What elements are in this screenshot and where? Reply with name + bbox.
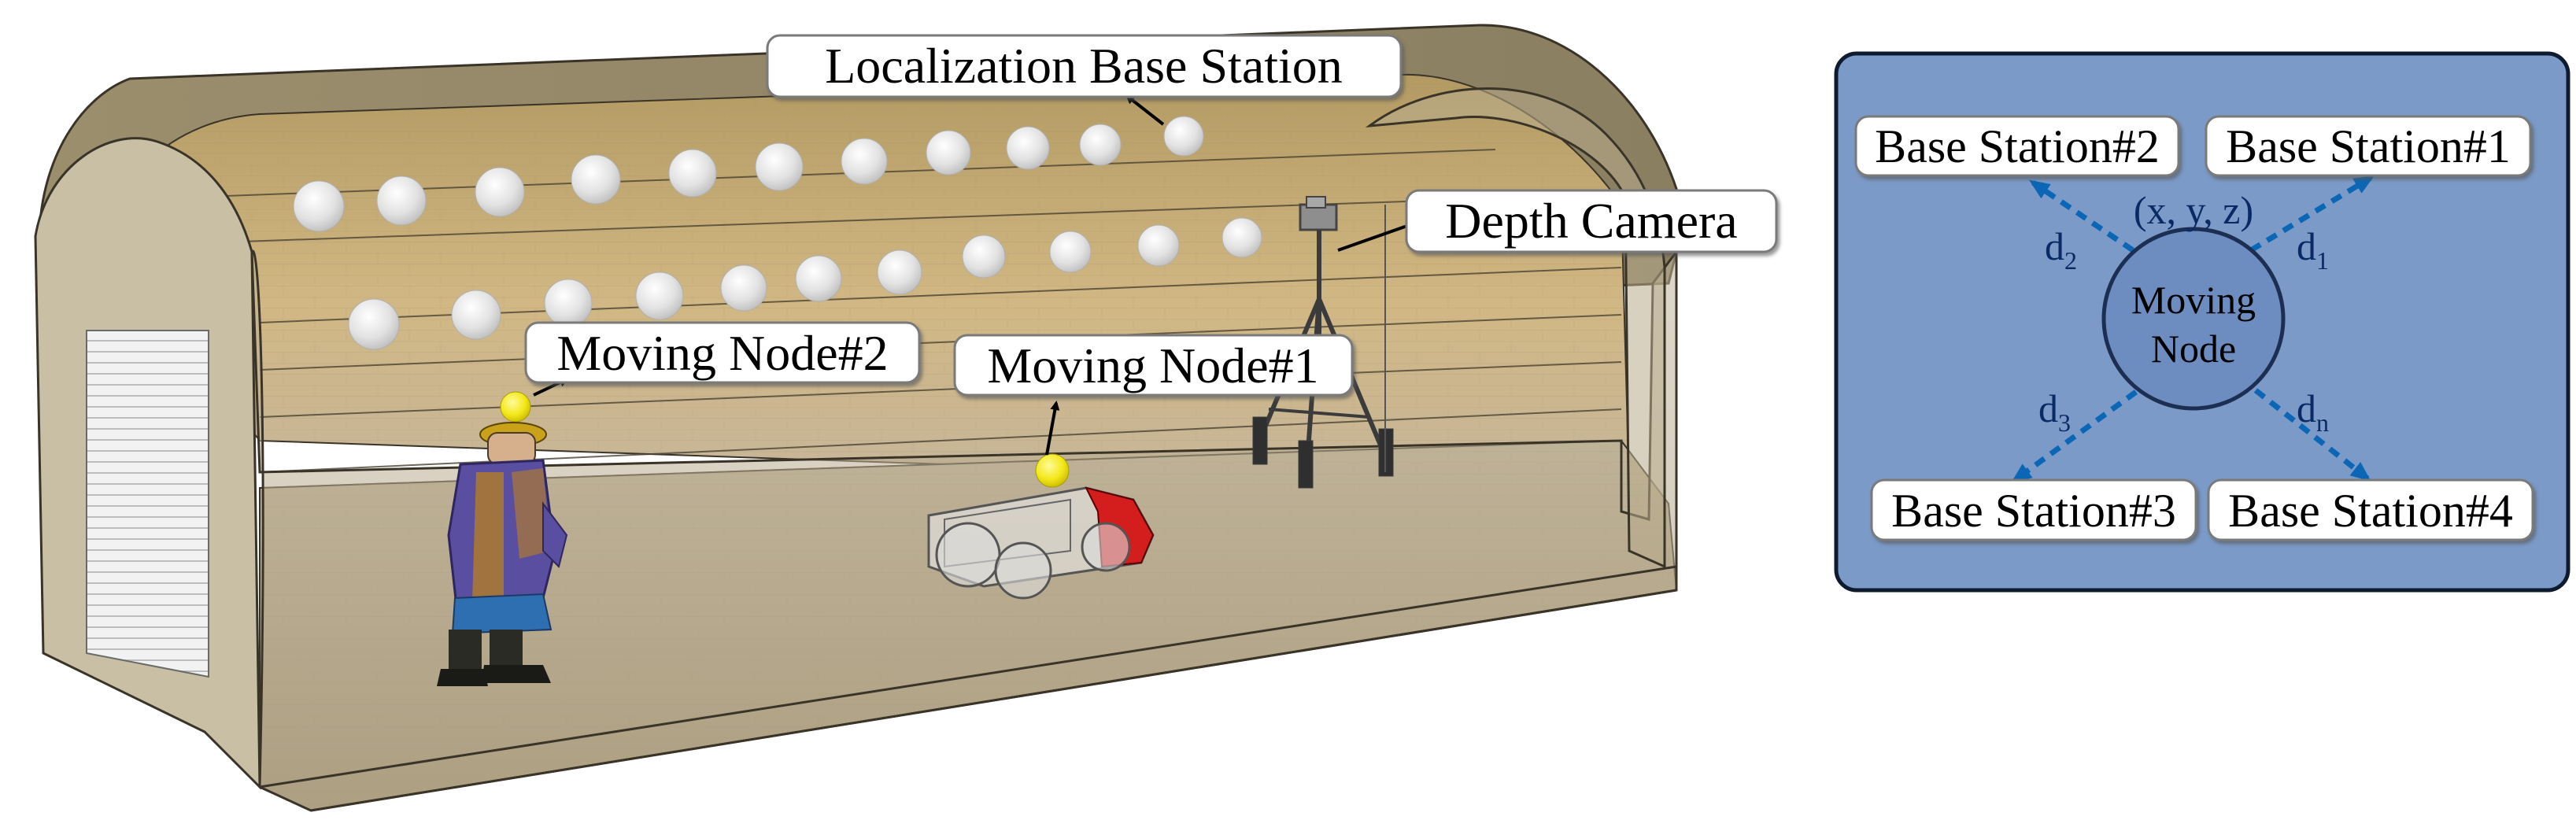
localization-base-station-array <box>293 116 1262 350</box>
arrow-to-bs1 <box>2249 175 2375 253</box>
yellow-tag-1 <box>1035 453 1070 488</box>
arrow-moving-node-1 <box>1045 401 1060 456</box>
arrow-to-bs4 <box>2253 388 2371 482</box>
label-depth-camera: Depth Camera <box>1405 189 1778 253</box>
sensor-sphere-icon <box>755 142 804 191</box>
base-station-3: Base Station#3 <box>1870 478 2197 541</box>
sensor-sphere-icon <box>877 249 922 295</box>
base-station-1: Base Station#1 <box>2205 115 2532 177</box>
sensor-sphere-icon <box>1137 224 1180 267</box>
distance-arrows <box>2011 175 2375 483</box>
tunnel-entrance-door <box>86 330 209 678</box>
sensor-sphere-icon <box>1163 116 1204 157</box>
sensor-sphere-icon <box>1006 126 1050 170</box>
base-station-1-label: Base Station#1 <box>2226 120 2511 172</box>
base-station-2: Base Station#2 <box>1854 115 2180 177</box>
label-moving-node-2-text: Moving Node#2 <box>556 325 888 381</box>
coordinates-label: (x, y, z) <box>2134 188 2253 232</box>
distance-labels: d2 d1 d3 dn <box>2038 224 2329 437</box>
moving-node-line1: Moving <box>2131 278 2256 322</box>
sensor-sphere-icon <box>962 235 1006 279</box>
moving-node-circle <box>2101 227 2286 411</box>
label-localization-base-station-text: Localization Base Station <box>825 38 1343 94</box>
sensor-sphere-icon <box>293 180 345 232</box>
label-localization-base-station: Localization Base Station <box>766 34 1403 98</box>
distance-d2: d2 <box>2045 224 2077 275</box>
sensor-sphere-icon <box>475 167 525 217</box>
sensor-sphere-icon <box>668 149 717 198</box>
sensor-sphere-icon <box>376 175 427 226</box>
arrow-depth-camera <box>1337 220 1414 252</box>
label-moving-node-1: Moving Node#1 <box>953 334 1354 397</box>
localization-panel: Moving Node (x, y, z) d2 d1 d3 dn Base S… <box>1834 51 2570 593</box>
sensor-sphere-icon <box>571 154 621 205</box>
sensor-sphere-icon <box>1049 231 1092 273</box>
sensor-sphere-icon <box>926 130 971 175</box>
yellow-tag-2 <box>500 391 531 423</box>
sensor-sphere-icon <box>1079 124 1122 166</box>
sensor-sphere-icon <box>635 271 684 320</box>
distance-dn: dn <box>2297 386 2329 437</box>
sensor-sphere-icon <box>841 138 888 185</box>
moving-node-line2: Node <box>2151 327 2236 371</box>
distance-d1: d1 <box>2297 224 2329 275</box>
base-station-4-label: Base Station#4 <box>2228 485 2513 537</box>
sensor-sphere-icon <box>720 264 767 312</box>
arrow-to-bs3 <box>2011 390 2138 483</box>
label-moving-node-2: Moving Node#2 <box>524 321 921 384</box>
sensor-sphere-icon <box>795 255 842 302</box>
miner-figure-icon <box>437 391 568 686</box>
sensor-sphere-icon <box>1221 217 1262 258</box>
sensor-sphere-icon <box>451 290 501 340</box>
sensor-sphere-icon <box>544 279 593 327</box>
arrow-base-station <box>1125 94 1165 126</box>
robot-car-icon <box>927 453 1155 600</box>
label-moving-node-1-text: Moving Node#1 <box>987 338 1318 393</box>
arrow-to-bs2 <box>2029 179 2134 253</box>
tunnel-scene: Localization Base Station Depth Camera M… <box>34 24 1778 812</box>
distance-d3: d3 <box>2038 386 2071 437</box>
base-station-4: Base Station#4 <box>2207 478 2534 541</box>
label-depth-camera-text: Depth Camera <box>1445 193 1737 249</box>
base-station-3-label: Base Station#3 <box>1891 485 2176 537</box>
sensor-sphere-icon <box>348 298 400 350</box>
base-station-2-label: Base Station#2 <box>1875 120 2160 172</box>
